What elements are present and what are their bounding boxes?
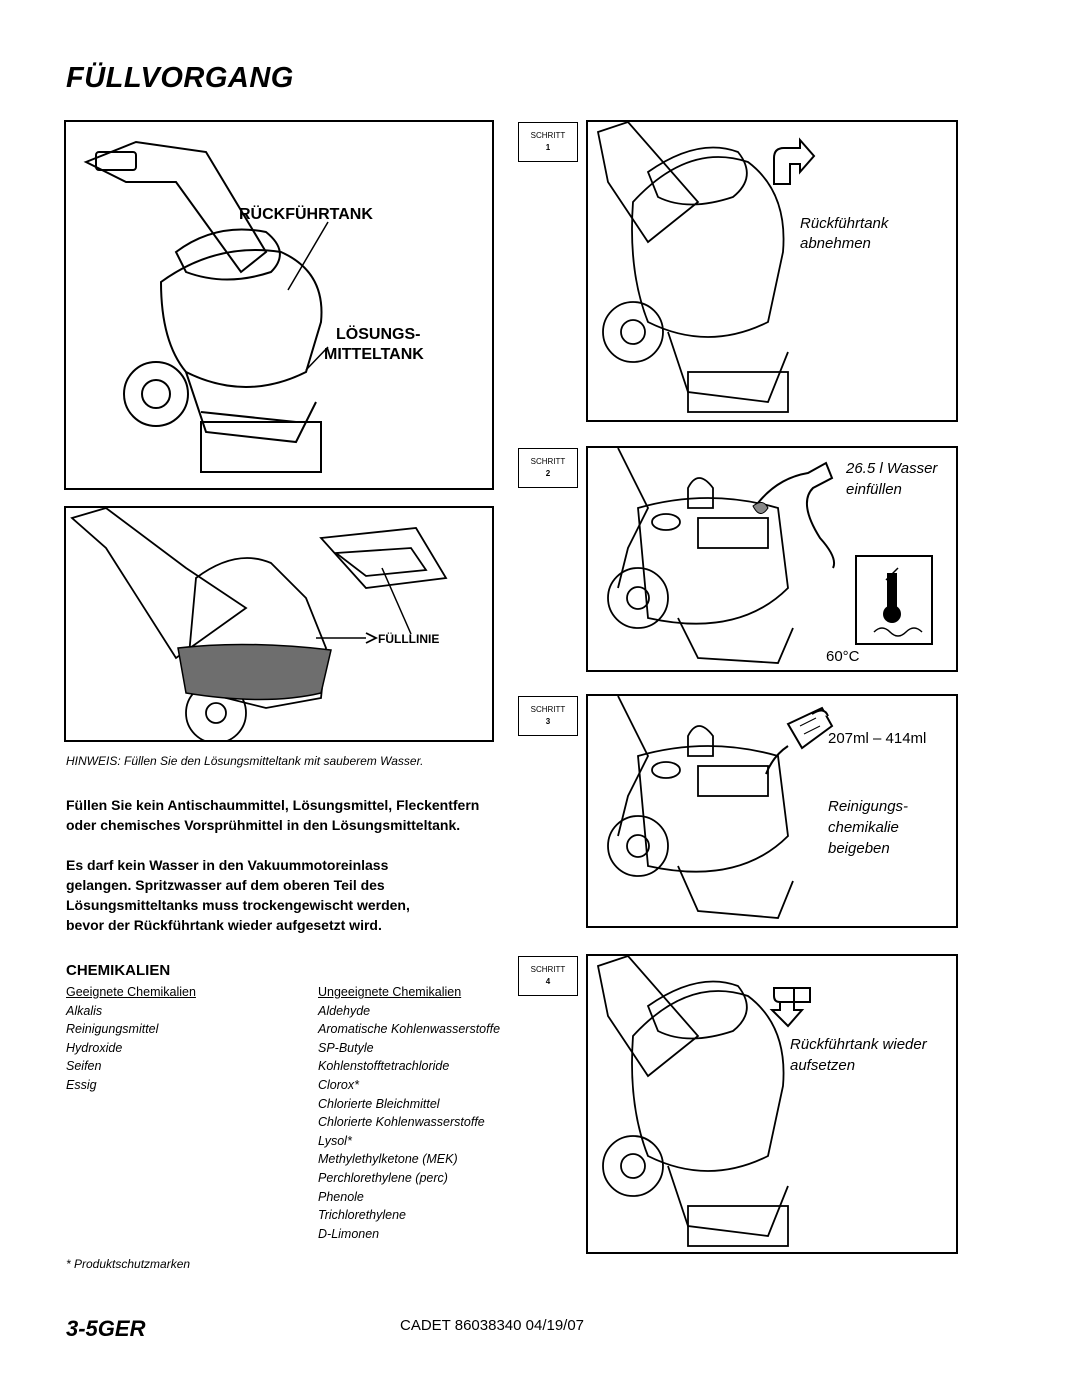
unsuitable-heading: Ungeeignete Chemikalien <box>318 985 462 999</box>
arrow-up-right-icon <box>773 137 816 185</box>
hose-icon <box>757 461 836 569</box>
step-2-panel: 26.5 l Wasser einfüllen 60°C <box>586 446 958 672</box>
warning-antifoam: Füllen Sie kein Antischaummittel, Lösung… <box>66 795 479 835</box>
note-text: HINWEIS: Füllen Sie den Lösungsmitteltan… <box>66 754 424 768</box>
unsuitable-chemicals-list: Ungeeignete Chemikalien Aldehyde Aromati… <box>318 983 500 1243</box>
chemicals-heading: CHEMIKALIEN <box>66 962 171 979</box>
step-1-panel: Rückführtank abnehmen <box>586 120 958 422</box>
list-item: Lysol* <box>318 1133 352 1148</box>
solution-tank-label-2: MITTELTANK <box>324 346 424 363</box>
step-4-illustration <box>596 956 811 1247</box>
list-item: Alkalis <box>66 1003 103 1018</box>
list-item: SP-Butyle <box>318 1040 374 1055</box>
arrow-down-right-icon <box>769 987 811 1028</box>
caption-line: Rückführtank <box>800 215 889 232</box>
step-number: 3 <box>545 717 551 726</box>
page-title: FÜLLVORGANG <box>66 62 294 94</box>
step-3-caption: Reinigungs- chemikalie beigeben <box>828 796 908 859</box>
jug-icon <box>786 706 834 750</box>
step-label: SCHRITT <box>530 965 566 974</box>
caption-line: chemikalie <box>828 819 899 836</box>
step-2-caption: 26.5 l Wasser einfüllen <box>846 458 937 500</box>
temperature-value: 60°C <box>826 648 860 665</box>
list-item: Phenole <box>318 1189 364 1204</box>
step-2-badge: SCHRITT 2 <box>518 448 578 488</box>
step-number: 2 <box>545 469 551 478</box>
chemical-amount: 207ml – 414ml <box>828 730 927 747</box>
step-4-panel: Rückführtank wieder aufsetzen <box>586 954 958 1254</box>
solution-tank-label-1: LÖSUNGS- <box>336 326 421 343</box>
step-1-badge: SCHRITT 1 <box>518 122 578 162</box>
list-item: Kohlenstofftetrachloride <box>318 1059 450 1074</box>
fill-line-figure-panel: FÜLLLINIE <box>64 506 494 742</box>
list-item: D-Limonen <box>318 1226 380 1241</box>
temperature-icon <box>855 555 933 645</box>
list-item: Trichlorethylene <box>318 1208 407 1223</box>
page-number: 3-5GER <box>66 1316 146 1341</box>
step-label: SCHRITT <box>530 705 566 714</box>
step-label: SCHRITT <box>530 457 566 466</box>
recovery-tank-label: RÜCKFÜHRTANK <box>239 206 373 223</box>
caption-line: abnehmen <box>800 235 871 252</box>
list-item: Chlorierte Bleichmittel <box>318 1096 440 1111</box>
machine-figure-panel: RÜCKFÜHRTANK LÖSUNGS- MITTELTANK <box>64 120 494 490</box>
list-item: Hydroxide <box>66 1040 123 1055</box>
list-item: Methylethylketone (MEK) <box>318 1152 458 1167</box>
suitable-heading: Geeignete Chemikalien <box>66 985 196 999</box>
step-3-illustration <box>607 696 834 919</box>
list-item: Chlorierte Kohlenwasserstoffe <box>318 1115 485 1130</box>
caption-line: einfüllen <box>846 481 902 498</box>
document-code: CADET 86038340 04/19/07 <box>400 1317 585 1334</box>
caption-line: 26.5 l Wasser <box>846 460 938 477</box>
step-1-illustration <box>596 122 816 413</box>
step-3-panel: 207ml – 414ml Reinigungs- chemikalie bei… <box>586 694 958 928</box>
warning-line: Lösungsmitteltanks muss trockengewischt … <box>66 897 410 913</box>
list-item: Aromatische Kohlenwasserstoffe <box>318 1022 501 1037</box>
step-number: 4 <box>545 977 551 986</box>
caption-line: beigeben <box>828 840 890 857</box>
list-item: Essig <box>66 1077 97 1092</box>
step-4-badge: SCHRITT 4 <box>518 956 578 996</box>
warning-line: gelangen. Spritzwasser auf dem oberen Te… <box>66 877 385 893</box>
caption-line: Rückführtank wieder <box>790 1036 927 1053</box>
step-4-caption: Rückführtank wieder aufsetzen <box>790 1034 927 1076</box>
cleaner-illustration <box>83 140 329 473</box>
step-3-badge: SCHRITT 3 <box>518 696 578 736</box>
step-label: SCHRITT <box>530 131 566 140</box>
warning-vacuum-inlet: Es darf kein Wasser in den Vakuummotorei… <box>66 855 410 935</box>
caption-line: Reinigungs- <box>828 798 909 815</box>
fill-line-label: FÜLLLINIE <box>378 632 440 646</box>
warning-line: Es darf kein Wasser in den Vakuummotorei… <box>66 857 389 873</box>
list-item: Perchlorethylene (perc) <box>318 1170 448 1185</box>
trademark-footnote: * Produktschutzmarken <box>66 1257 191 1271</box>
list-item: Aldehyde <box>318 1003 371 1018</box>
suitable-chemicals-list: Geeignete Chemikalien Alkalis Reinigungs… <box>66 983 196 1095</box>
step-number: 1 <box>545 143 551 152</box>
list-item: Reinigungsmittel <box>66 1022 159 1037</box>
list-item: Seifen <box>66 1059 102 1074</box>
fill-line-illustration <box>70 508 448 740</box>
list-item: Clorox* <box>318 1077 359 1092</box>
step-1-caption: Rückführtank abnehmen <box>800 214 888 254</box>
caption-line: aufsetzen <box>790 1057 856 1074</box>
warning-line: bevor der Rückführtank wieder aufgesetzt… <box>66 917 382 933</box>
warning-line: Füllen Sie kein Antischaummittel, Lösung… <box>66 797 480 813</box>
step-2-illustration <box>607 448 933 664</box>
warning-line: oder chemisches Vorsprühmittel in den Lö… <box>66 817 461 833</box>
